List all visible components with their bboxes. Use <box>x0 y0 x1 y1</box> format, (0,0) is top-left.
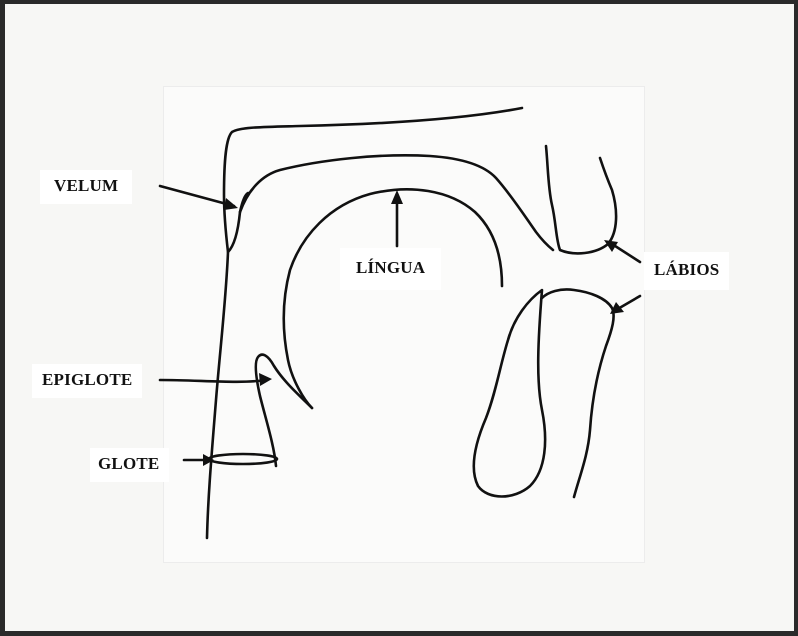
epiglote-arrow <box>160 380 266 382</box>
labios-arrow-upper <box>612 244 640 262</box>
lingua-arrowhead <box>391 190 403 204</box>
label-epiglote-text: EPIGLOTE <box>42 370 132 389</box>
epiglottis-outline <box>256 355 312 466</box>
label-labios-text: LÁBIOS <box>654 260 719 279</box>
lower-jaw-outline <box>474 290 545 497</box>
glottis-ellipse <box>209 454 277 464</box>
label-velum: VELUM <box>40 170 132 204</box>
label-lingua-text: LÍNGUA <box>356 258 425 277</box>
epiglote-arrowhead <box>259 373 272 386</box>
label-velum-text: VELUM <box>54 176 118 195</box>
lower-lip-outline <box>542 289 614 497</box>
pharynx-back-wall <box>207 252 228 538</box>
tongue-body-outline <box>284 189 502 408</box>
label-glote: GLOTE <box>90 448 169 482</box>
label-epiglote: EPIGLOTE <box>32 364 142 398</box>
upper-lip-outline <box>546 146 616 253</box>
label-lingua: LÍNGUA <box>340 248 441 290</box>
velum-arrowhead <box>224 198 238 210</box>
label-glote-text: GLOTE <box>98 454 159 473</box>
label-labios: LÁBIOS <box>644 252 729 290</box>
palate-velum-outline <box>224 108 522 252</box>
